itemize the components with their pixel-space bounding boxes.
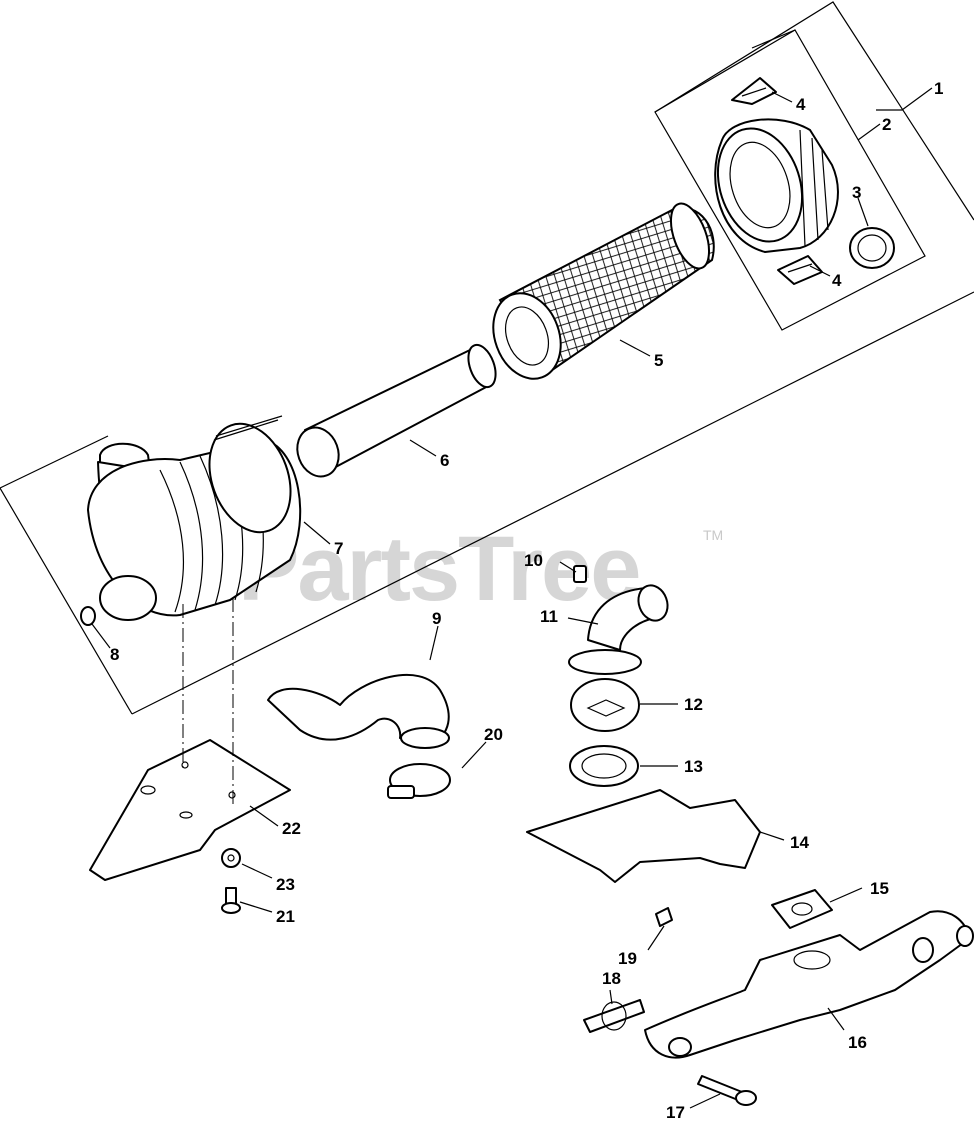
frame-inner-box bbox=[654, 29, 926, 331]
callout-12[interactable]: 12 bbox=[684, 695, 703, 714]
part-washer[interactable] bbox=[221, 848, 241, 868]
frame-outer-edge-c bbox=[131, 291, 974, 715]
part-bolt[interactable] bbox=[697, 1075, 757, 1106]
frame-outer-edge-b bbox=[0, 487, 133, 715]
frame-inner-tick bbox=[751, 29, 796, 49]
frame-top-edge bbox=[654, 1, 974, 221]
part-screw-19[interactable] bbox=[655, 907, 673, 927]
callout-19[interactable]: 19 bbox=[618, 949, 637, 968]
callout-23[interactable]: 23 bbox=[276, 875, 295, 894]
part-cover[interactable] bbox=[704, 117, 839, 253]
assembly-frames bbox=[0, 1, 974, 715]
callout-20[interactable]: 20 bbox=[484, 725, 503, 744]
callout-16[interactable]: 16 bbox=[848, 1033, 867, 1052]
callout-17[interactable]: 17 bbox=[666, 1103, 685, 1122]
part-hose[interactable] bbox=[267, 674, 450, 749]
callout-11[interactable]: 11 bbox=[540, 607, 558, 626]
part-filter-element[interactable] bbox=[482, 199, 717, 389]
callout-21[interactable]: 21 bbox=[276, 907, 295, 926]
part-clip-bottom[interactable] bbox=[777, 255, 823, 285]
part-gasket-15[interactable] bbox=[771, 889, 833, 929]
part-valve[interactable] bbox=[849, 227, 895, 269]
alignment-lines bbox=[182, 598, 234, 808]
callout-9[interactable]: 9 bbox=[432, 609, 441, 628]
callout-10[interactable]: 10 bbox=[524, 551, 543, 570]
part-air-cleaner-body[interactable] bbox=[87, 412, 305, 621]
frame-outer-edge-a bbox=[0, 435, 109, 489]
callout-5[interactable]: 5 bbox=[654, 351, 663, 370]
callout-4-bottom[interactable]: 4 bbox=[832, 271, 842, 290]
part-spacer[interactable] bbox=[570, 678, 640, 732]
callout-6[interactable]: 6 bbox=[440, 451, 449, 470]
callout-1[interactable]: 1 bbox=[934, 79, 943, 98]
part-screw-21[interactable] bbox=[221, 887, 241, 914]
callout-15[interactable]: 15 bbox=[870, 879, 889, 898]
callout-labels: 1 2 3 4 4 5 6 7 8 9 10 11 12 13 14 15 16… bbox=[110, 79, 943, 1122]
watermark-trademark: TM bbox=[703, 527, 723, 543]
callout-13[interactable]: 13 bbox=[684, 757, 703, 776]
callout-4-top[interactable]: 4 bbox=[796, 95, 806, 114]
leader-lines bbox=[91, 87, 933, 1109]
part-heat-shield[interactable] bbox=[526, 789, 761, 883]
callout-18[interactable]: 18 bbox=[602, 969, 621, 988]
part-bracket[interactable] bbox=[89, 739, 291, 881]
callout-3[interactable]: 3 bbox=[852, 183, 861, 202]
part-gasket[interactable] bbox=[569, 745, 639, 787]
part-gasket-18[interactable] bbox=[583, 999, 645, 1033]
callout-2[interactable]: 2 bbox=[882, 115, 891, 134]
part-clamp[interactable] bbox=[387, 763, 451, 799]
callout-22[interactable]: 22 bbox=[282, 819, 301, 838]
callout-14[interactable]: 14 bbox=[790, 833, 809, 852]
part-clip-top[interactable] bbox=[731, 77, 777, 105]
callout-7[interactable]: 7 bbox=[334, 539, 343, 558]
part-intake-manifold[interactable] bbox=[644, 910, 974, 1059]
part-plug[interactable] bbox=[80, 606, 96, 626]
part-vent[interactable] bbox=[573, 565, 587, 583]
part-elbow[interactable] bbox=[568, 581, 672, 675]
part-inner-element[interactable] bbox=[291, 341, 501, 482]
callout-8[interactable]: 8 bbox=[110, 645, 119, 664]
